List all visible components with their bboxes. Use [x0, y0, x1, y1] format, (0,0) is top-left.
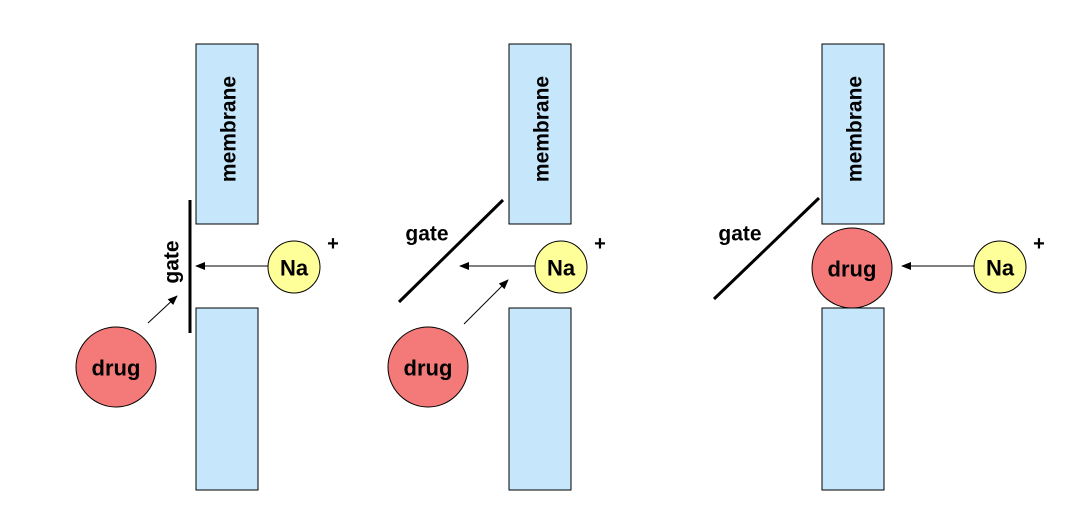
na-ion — [534, 240, 588, 294]
na-label: Na — [986, 256, 1015, 281]
membrane-upper — [195, 43, 259, 225]
na-label: Na — [280, 256, 309, 281]
na-charge: + — [594, 233, 606, 255]
na-charge: + — [327, 233, 339, 255]
membrane-label: membrane — [531, 76, 554, 182]
drug-label: drug — [92, 356, 141, 381]
drug-arrow — [147, 295, 178, 324]
gate-label: gate — [161, 240, 184, 283]
panel-open-gate: membrane gate Na + drug — [387, 43, 606, 491]
membrane-lower — [821, 307, 885, 491]
drug-label: drug — [404, 356, 453, 381]
na-ion — [267, 240, 321, 294]
membrane-label: membrane — [218, 76, 241, 182]
drug-molecule — [387, 326, 469, 408]
na-ion — [973, 240, 1027, 294]
drug-arrow — [463, 279, 509, 325]
membrane-upper — [821, 43, 885, 225]
gate-open — [397, 198, 505, 304]
drug-molecule — [811, 227, 893, 309]
panel-closed-gate: membrane gate Na + drug — [75, 43, 339, 491]
drug-label: drug — [828, 257, 877, 282]
drug-molecule — [75, 326, 157, 408]
membrane-lower — [195, 307, 259, 491]
gate-label: gate — [405, 223, 448, 246]
na-label: Na — [547, 256, 576, 281]
panel-drug-blocked: membrane gate drug Na + — [712, 43, 1045, 491]
gate-label: gate — [718, 223, 761, 246]
gate-open — [712, 196, 821, 301]
membrane-lower — [508, 307, 572, 491]
membrane-upper — [508, 43, 572, 225]
membrane-label: membrane — [844, 76, 867, 182]
na-charge: + — [1033, 233, 1045, 255]
